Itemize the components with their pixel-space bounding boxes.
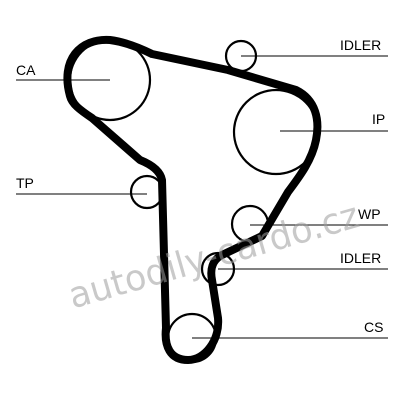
tensioner-pulley xyxy=(129,174,165,210)
label-idler-top: IDLER xyxy=(340,37,381,53)
timing-belt xyxy=(63,35,322,364)
label-tp: TP xyxy=(16,175,34,191)
label-ca: CA xyxy=(16,62,36,78)
water-pump-pulley xyxy=(230,204,270,244)
label-idler-bottom: IDLER xyxy=(340,250,381,266)
label-ip: IP xyxy=(372,111,385,127)
injection-pump-pulley xyxy=(232,88,320,176)
label-cs: CS xyxy=(364,319,383,335)
label-wp: WP xyxy=(358,206,381,222)
